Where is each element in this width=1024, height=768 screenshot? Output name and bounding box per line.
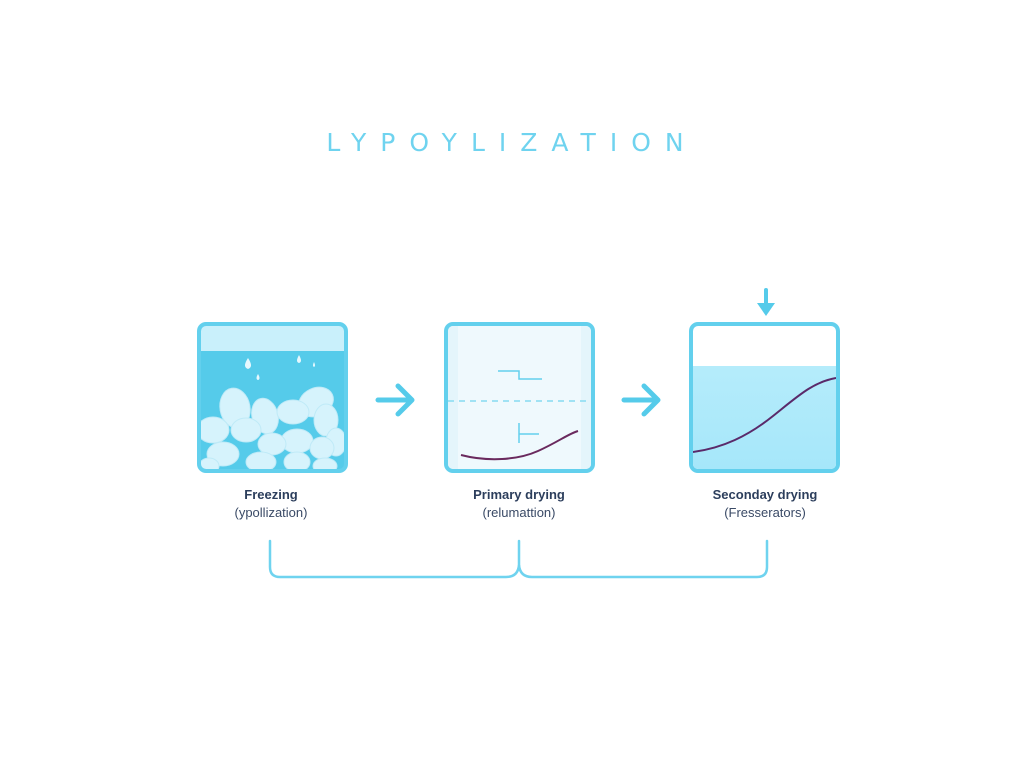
stage-name: Freezing xyxy=(244,487,298,502)
stage-primary-drying-box xyxy=(444,322,595,473)
arrow-right-icon xyxy=(375,383,415,417)
arrow-right-icon xyxy=(621,383,661,417)
diagram-title: LYPOYLIZATION xyxy=(326,128,698,157)
stage-subtitle: (Fresserators) xyxy=(724,505,806,520)
arrow-down-icon xyxy=(757,288,775,316)
sublimation-chart-icon xyxy=(448,326,591,469)
stage-freezing-box xyxy=(197,322,348,473)
process-bracket xyxy=(268,539,769,579)
stage-subtitle: (relumattion) xyxy=(482,505,556,520)
desorption-curve-icon xyxy=(693,366,836,469)
stage-label-primary-drying: Primary drying (relumattion) xyxy=(419,486,619,522)
stage-label-secondary-drying: Seconday drying (Fresserators) xyxy=(665,486,865,522)
stage-subtitle: (ypollization) xyxy=(234,505,308,520)
ice-crystals-icon xyxy=(201,326,344,469)
stage-name: Seconday drying xyxy=(712,487,818,502)
stage-label-freezing: Freezing (ypollization) xyxy=(171,486,371,522)
stage-name: Primary drying xyxy=(473,487,565,502)
stage-secondary-drying-box xyxy=(689,322,840,473)
